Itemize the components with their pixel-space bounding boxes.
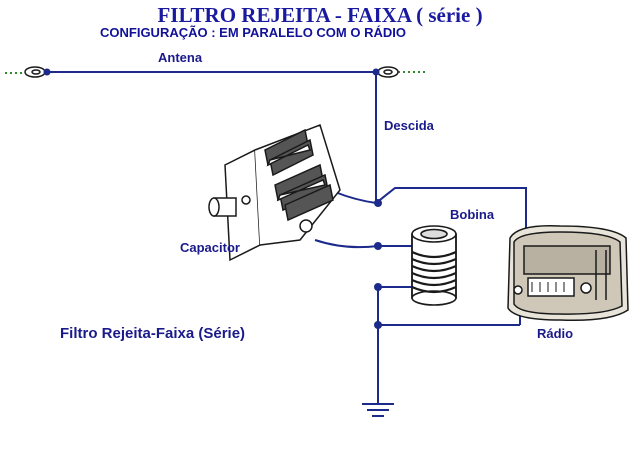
diagram-caption: Filtro Rejeita-Faixa (Série) [60, 325, 246, 342]
node-radio-return [374, 321, 382, 329]
left-insulator-icon [24, 66, 46, 78]
capacitor-label: Capacitor [180, 240, 240, 255]
ground-icon [362, 403, 394, 417]
node-coil-bottom [374, 283, 382, 291]
capacitor-icon [208, 124, 341, 262]
descida-wire [314, 72, 527, 404]
node-descida [374, 199, 382, 207]
radio-icon [507, 225, 629, 322]
antenna-wire [5, 71, 425, 74]
coil-icon [411, 225, 457, 306]
right-insulator-icon [377, 66, 399, 78]
descida-label: Descida [384, 118, 434, 133]
node-coil-top [374, 242, 382, 250]
radio-label: Rádio [537, 326, 574, 341]
bobina-label: Bobina [450, 207, 495, 222]
diagram-subtitle: CONFIGURAÇÃO : EM PARALELO COM O RÁDIO [100, 25, 406, 40]
antenna-node-left [43, 68, 51, 76]
antena-label: Antena [158, 50, 203, 65]
diagram-title: FILTRO REJEITA - FAIXA ( série ) [157, 3, 483, 27]
